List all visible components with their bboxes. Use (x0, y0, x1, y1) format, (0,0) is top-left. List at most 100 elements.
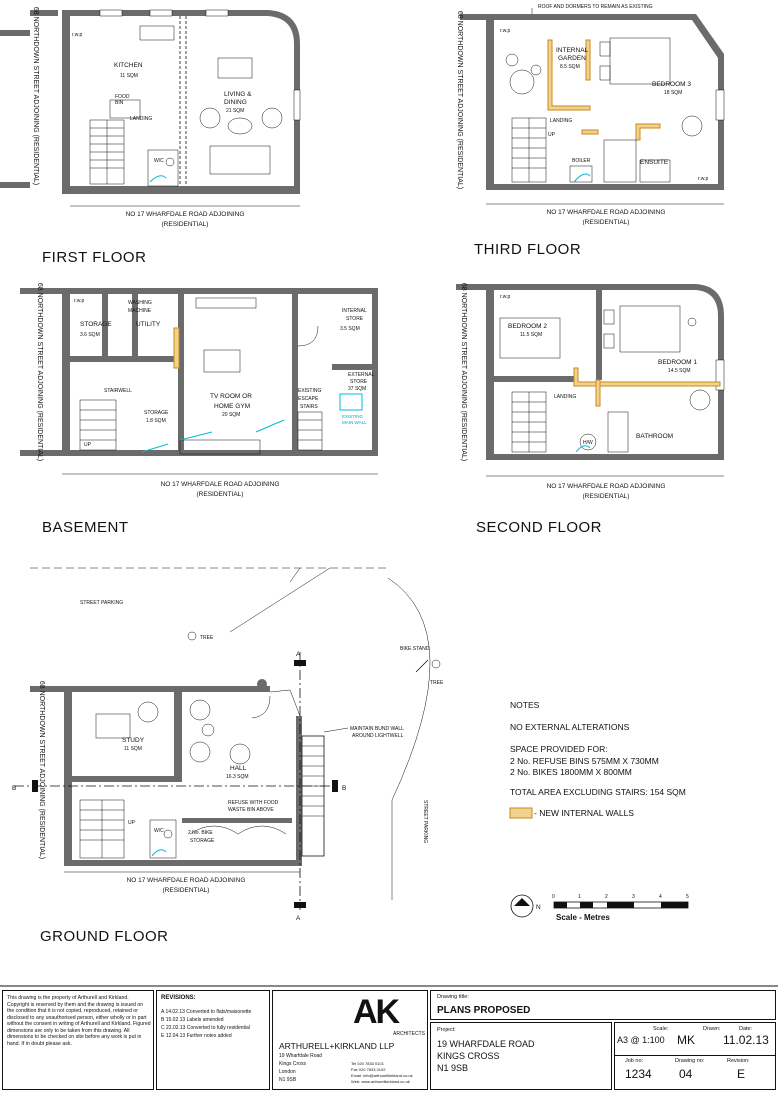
project-line-3: N1 9SB (437, 1063, 469, 1073)
bathroom-label: BATHROOM (636, 433, 673, 440)
bs-new-wall (173, 327, 180, 369)
tf-new-wall-1 (547, 39, 591, 111)
washing-label-2: MACHINE (128, 308, 152, 314)
ff-adjoining-south: NO 17 WHARFDALE ROAD ADJOINING (126, 211, 245, 218)
firm-logo: AK (353, 993, 400, 1031)
study-label: STUDY (122, 737, 145, 744)
tf-wall-left (486, 14, 494, 190)
gf-wall-top (70, 686, 270, 692)
drawn-value: MK (677, 1033, 695, 1047)
address-line-2: Kings Cross (279, 1061, 306, 1067)
sf-adjoining-south-2: (RESIDENTIAL) (583, 493, 630, 500)
bike-stand-label: BIKE STAND (400, 646, 430, 652)
hw-label: H/W (583, 440, 593, 446)
internal-store-area: 3.5 SQM (340, 326, 360, 332)
bs-wall-mid (70, 356, 178, 362)
section-b-right: B (342, 785, 346, 792)
gf-wall-bottom (64, 860, 300, 866)
scale-tick-1: 1 (578, 894, 581, 900)
firm-name: ARTHURELL+KIRKLAND LLP (279, 1041, 395, 1051)
gf-wc-label: W/C (154, 828, 164, 834)
sf-wall-top (486, 284, 696, 290)
drawing-no-label: Drawing no: (675, 1058, 705, 1064)
scale-tick-2: 2 (605, 894, 608, 900)
revisions-box: REVISIONS: A 14.02.13 Converted to flats… (156, 990, 270, 1090)
tf-wall-top (486, 14, 696, 20)
bs-wall-top (62, 288, 378, 294)
existing-wall-label-2: MAIN WALL (342, 420, 367, 425)
bs-wall-inner (292, 294, 298, 456)
scale-tick-4: 4 (659, 894, 662, 900)
copyright-box: This drawing is the property of Arthurel… (2, 990, 154, 1090)
address-line-1: 19 Wharfdale Road (279, 1053, 323, 1059)
revision-label: Revision: (727, 1058, 750, 1064)
tf-wall-diag (692, 14, 724, 58)
bike-storage-label: 2 No. BIKE (188, 830, 213, 836)
ground-floor-title: GROUND FLOOR (40, 928, 169, 945)
sf-wall-mid (596, 290, 602, 380)
external-store-label: EXTERNAL (348, 372, 375, 378)
gf-wall-right (296, 716, 302, 866)
hall-label: HALL (230, 765, 247, 772)
storage2-area: 1.8 SQM (146, 418, 166, 424)
ground-floor-plan: STREET PARKING STREET PARKING TREE TREE … (12, 567, 444, 945)
gf-adjoining-south-2: (RESIDENTIAL) (163, 887, 210, 894)
gf-wall-study (174, 692, 182, 782)
living-label: LIVING & (224, 91, 252, 98)
internal-store-label: INTERNAL (342, 308, 367, 314)
kitchen-label: KITCHEN (114, 62, 143, 69)
external-store-label-2: STORE (350, 379, 368, 385)
bedroom1-label: BEDROOM 1 (658, 359, 697, 366)
ff-landing-label: LANDING (130, 116, 152, 122)
job-label: Job no: (625, 1058, 644, 1064)
tv-room-label: TV ROOM OR (210, 393, 252, 400)
scale-tick-5: 5 (686, 894, 689, 900)
sf-new-wall-2 (595, 379, 601, 407)
bedroom1-area: 14.5 SQM (668, 368, 691, 374)
notes-line-3: 2 No. REFUSE BINS 575MM X 730MM (510, 756, 659, 766)
firm-sub: ARCHITECTS (393, 1031, 425, 1037)
street-parking-label-2: STREET PARKING (422, 800, 428, 843)
ff-adj-wall2 (0, 182, 30, 188)
revision-e: E 12.04.13 Further notes added (161, 1033, 232, 1039)
bs-adjoining-south: NO 17 WHARFDALE ROAD ADJOINING (161, 481, 280, 488)
sf-wall-left (486, 284, 494, 460)
gf-wall-study-bottom (72, 776, 182, 782)
date-value: 11.02.13 (723, 1033, 769, 1047)
scale-tick-0: 0 (552, 894, 555, 900)
sf-landing-label: LANDING (554, 394, 576, 400)
food-bin-label: FOOD (115, 94, 130, 100)
job-value: 1234 (625, 1067, 652, 1081)
revisions-heading: REVISIONS: (161, 995, 196, 1001)
first-floor-title: FIRST FLOOR (42, 249, 146, 266)
internal-garden-label: INTERNAL (556, 47, 589, 54)
bedroom3-area: 18 SQM (664, 90, 682, 96)
date-label: Date: (739, 1026, 753, 1032)
living-label-2: DINING (224, 99, 247, 106)
section-a-bottom: A (296, 915, 301, 922)
third-floor-plan: ROOF AND DORMERS TO REMAIN AS EXISTING I… (456, 4, 725, 258)
tf-landing-label: LANDING (550, 118, 572, 124)
bs-adjoining-west: 68 NORTHDOWN STREET ADJOINING (RESIDENTI… (36, 283, 43, 461)
gf-adjoining-west: 68 NORTHDOWN STREET ADJOINING (RESIDENTI… (38, 681, 45, 859)
ff-wc-label: W/C (154, 158, 164, 164)
tf-new-wall-4 (581, 129, 599, 135)
bs-rwp: r.w.p (74, 298, 85, 304)
sf-adjoining-south: NO 17 WHARFDALE ROAD ADJOINING (547, 483, 666, 490)
tf-new-wall-3 (635, 123, 661, 141)
tf-adjoining-south: NO 17 WHARFDALE ROAD ADJOINING (547, 209, 666, 216)
revision-value: E (737, 1067, 746, 1081)
gf-adjoining-south: NO 17 WHARFDALE ROAD ADJOINING (127, 877, 246, 884)
tf-wall-right (718, 54, 724, 190)
utility-label: UTILITY (136, 321, 161, 328)
notes-line-5: TOTAL AREA EXCLUDING STAIRS: 154 SQM (510, 787, 686, 797)
contact-web: Web: www.arthurellkirkland.co.uk (351, 1079, 410, 1084)
project-line-2: KINGS CROSS (437, 1051, 500, 1061)
bs-wall-bottom (62, 450, 378, 456)
tv-room-label-2: HOME GYM (214, 403, 250, 410)
ff-wall-left (62, 10, 70, 194)
bs-wall-right (372, 288, 378, 456)
ff-adjoining-south-2: (RESIDENTIAL) (162, 221, 209, 228)
escape-label-2: ESCAPE (298, 396, 319, 402)
